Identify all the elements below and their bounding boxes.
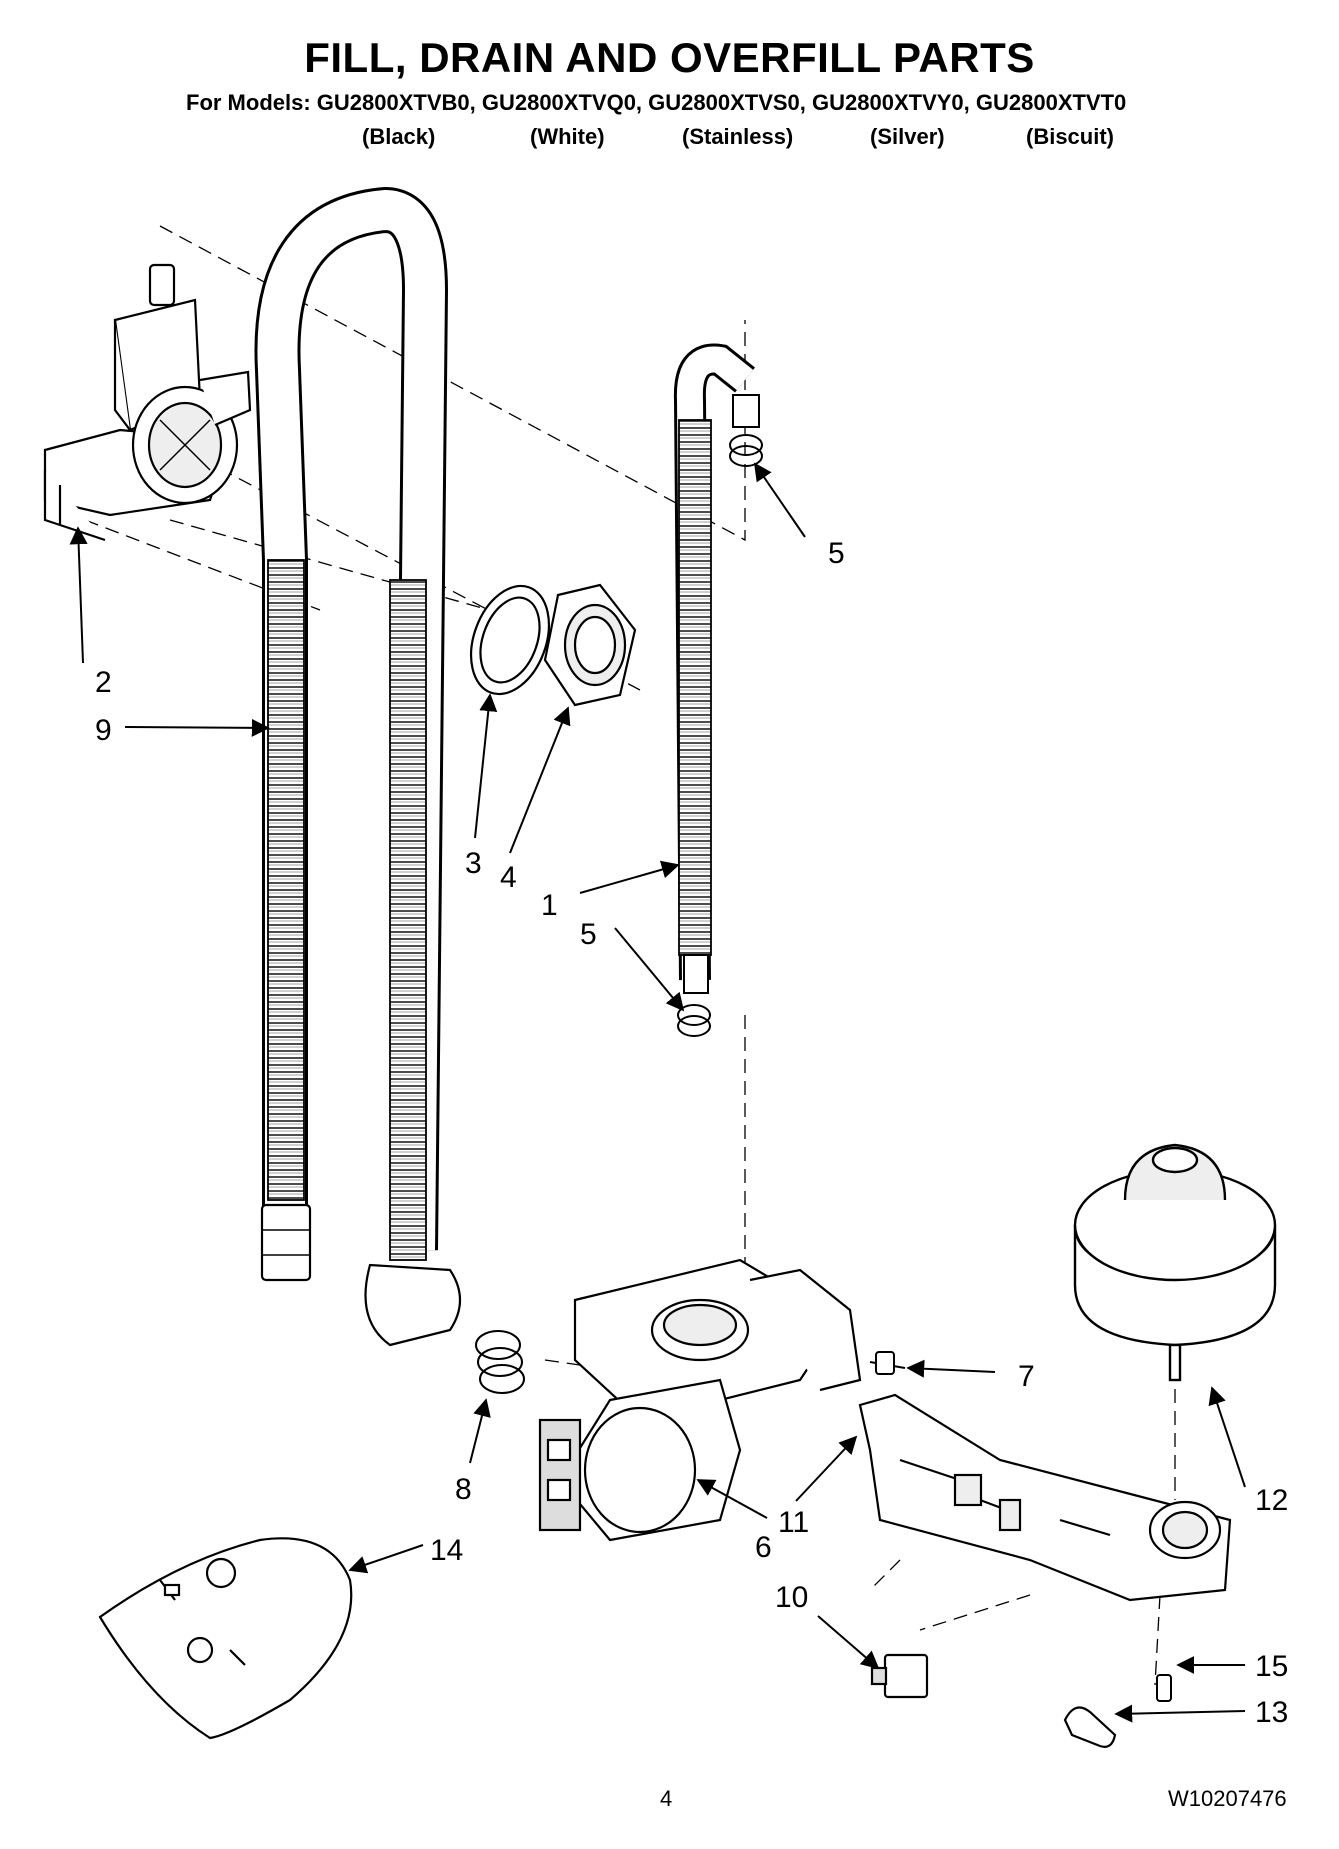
callout-5-upper: 5 — [828, 537, 845, 570]
callout-2: 2 — [95, 666, 112, 699]
nut-part — [543, 583, 637, 707]
small-clamp-top — [729, 434, 763, 467]
float-part — [1073, 1143, 1277, 1382]
callout-9: 9 — [95, 714, 112, 747]
lever-part — [1063, 1706, 1117, 1748]
document-number: W10207476 — [1168, 1786, 1287, 1811]
screw-part-15 — [1156, 1674, 1172, 1702]
color-black: (Black) — [362, 124, 436, 149]
callout-15: 15 — [1255, 1650, 1288, 1683]
fill-hose-part — [254, 186, 461, 1347]
callout-5-lower: 5 — [580, 918, 597, 951]
float-bracket-part — [858, 1393, 1232, 1602]
callout-7: 7 — [1018, 1360, 1035, 1393]
page-title: FILL, DRAIN AND OVERFILL PARTS — [304, 34, 1035, 81]
drain-hose-part — [673, 343, 760, 994]
screw-part-7 — [869, 1351, 906, 1375]
callout-3: 3 — [465, 847, 482, 880]
callout-12: 12 — [1255, 1484, 1288, 1517]
hose-clamp-part — [475, 1330, 525, 1394]
callout-6: 6 — [755, 1531, 772, 1564]
hardware-bag-part — [98, 1537, 353, 1740]
color-white: (White) — [530, 124, 605, 149]
callout-4: 4 — [500, 861, 517, 894]
small-clamp-bottom — [677, 1004, 711, 1037]
callout-13: 13 — [1255, 1696, 1288, 1729]
callout-10: 10 — [775, 1581, 808, 1614]
color-stainless: (Stainless) — [682, 124, 794, 149]
callout-1: 1 — [541, 889, 558, 922]
page-number: 4 — [660, 1786, 673, 1811]
callout-14: 14 — [430, 1534, 463, 1567]
fill-funnel-part — [43, 263, 252, 542]
drain-pump-part — [538, 1258, 862, 1542]
models-line: For Models: GU2800XTVB0, GU2800XTVQ0, GU… — [186, 90, 1127, 115]
overfill-switch-part — [870, 1653, 929, 1699]
color-biscuit: (Biscuit) — [1026, 124, 1114, 149]
leader-arrows — [69, 462, 1246, 1723]
callout-8: 8 — [455, 1473, 472, 1506]
color-silver: (Silver) — [870, 124, 945, 149]
callout-11: 11 — [778, 1506, 809, 1539]
gasket-part — [470, 584, 550, 696]
